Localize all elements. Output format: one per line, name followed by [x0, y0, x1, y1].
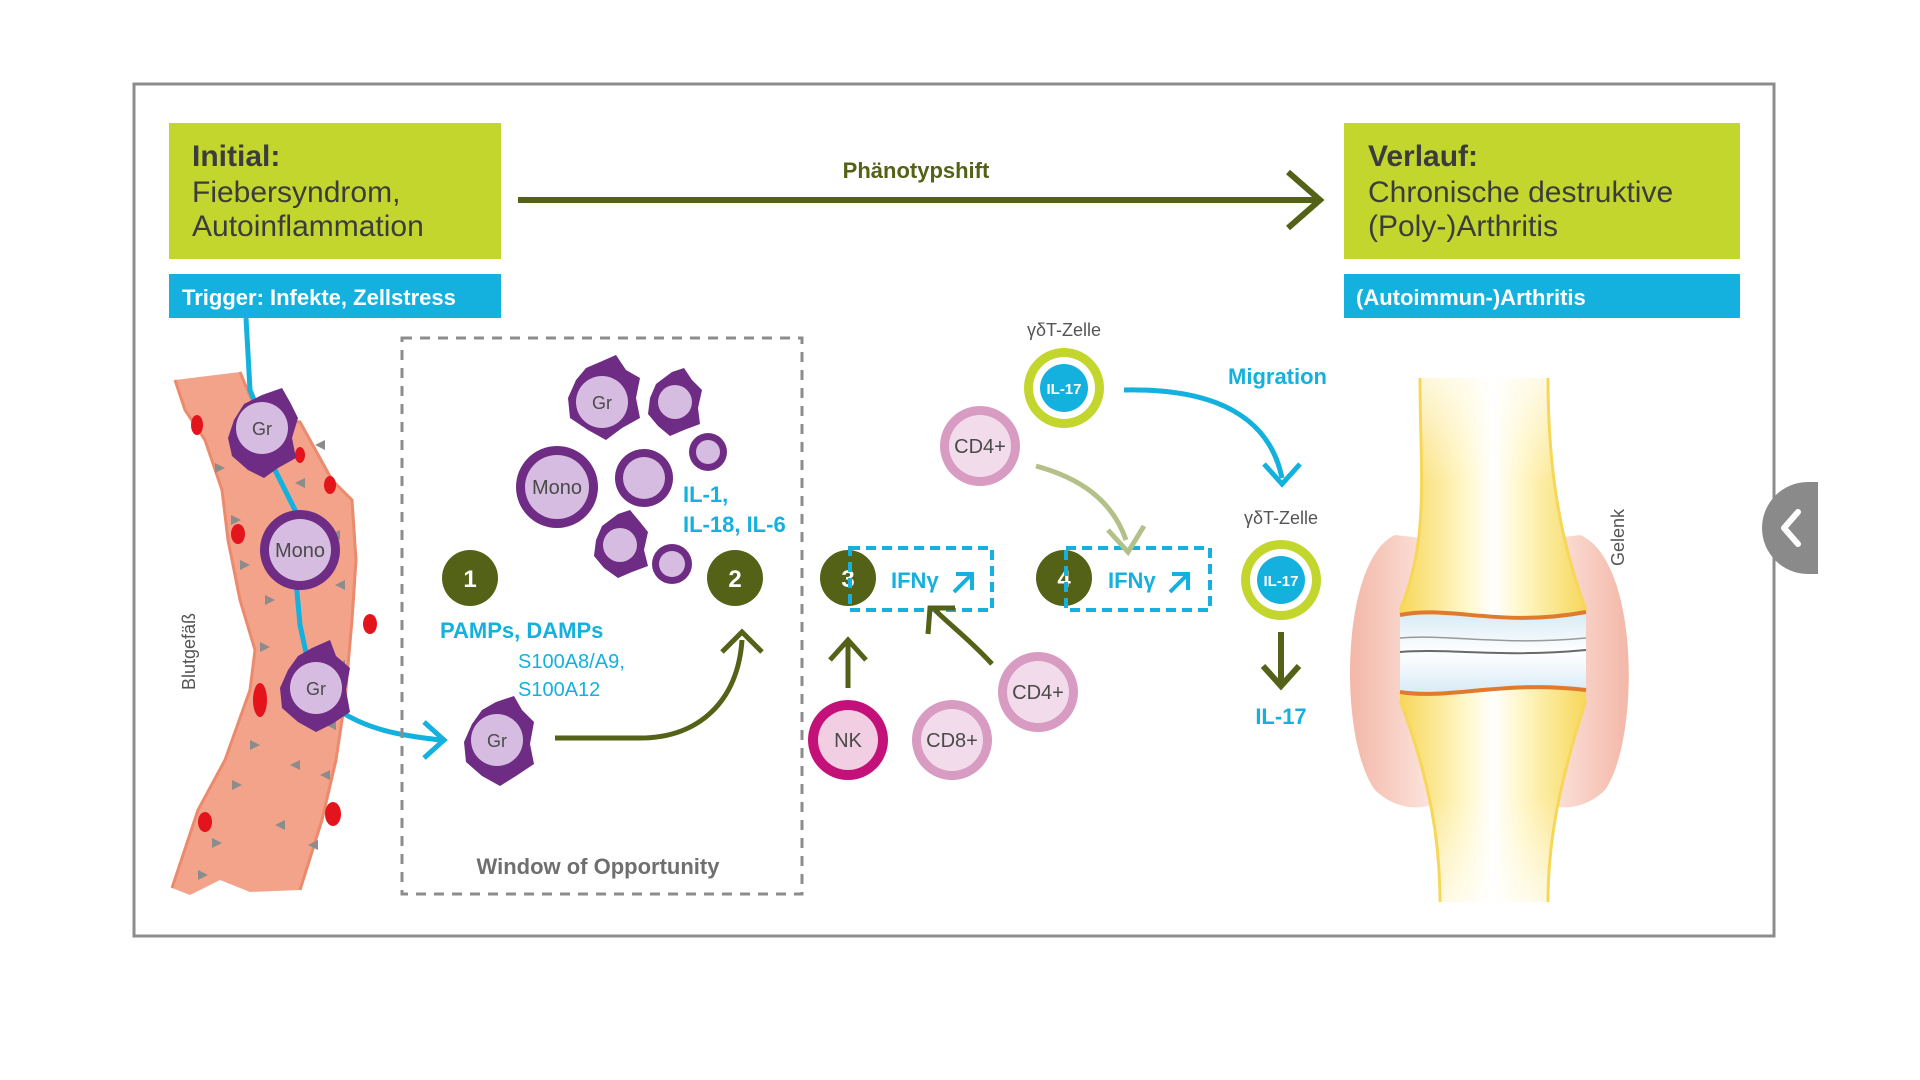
activated-cell-small-2	[689, 433, 727, 471]
s100-line1: S100A8/A9,	[518, 651, 625, 673]
blood-vessel	[170, 371, 377, 895]
cd8-cell-label: CD8+	[926, 730, 978, 752]
course-line1: Chronische destruktive	[1368, 176, 1673, 209]
cd4-to-stage3-arrow	[933, 608, 994, 666]
cd4-cell-stage3-label: CD4+	[1012, 682, 1064, 704]
cd4-to-stage4-arrow	[1035, 463, 1129, 541]
activated-granulocyte-large: Gr	[568, 355, 640, 440]
il17-output-label: IL-17	[1255, 704, 1306, 729]
activated-cell-small-3	[594, 510, 648, 578]
chevron-left-icon	[1781, 509, 1801, 547]
cd4-cell-stage4-label: CD4+	[954, 436, 1006, 458]
nk-cell-label: NK	[834, 730, 862, 752]
phenotype-shift-label: Phänotypshift	[843, 158, 990, 183]
svg-text:2: 2	[728, 566, 741, 593]
trigger-tag	[169, 274, 501, 318]
vessel-granulocyte-1: Gr	[228, 388, 298, 478]
cd4-to-stage4-arrowhead	[1106, 524, 1147, 557]
joint-label: Gelenk	[1608, 508, 1628, 566]
window-gr-label: Gr	[592, 393, 612, 413]
pamps-damps-label: PAMPs, DAMPs	[440, 618, 603, 643]
activated-cell-medium	[615, 449, 673, 507]
migration-arrowhead	[1262, 462, 1302, 488]
course-title: Verlauf:	[1368, 140, 1478, 173]
gd-t-cell-joint: IL-17	[1241, 540, 1321, 620]
migration-label: Migration	[1228, 364, 1327, 389]
il17-secretion-arrowhead	[1260, 663, 1302, 691]
initial-line1: Fiebersyndrom,	[192, 176, 400, 209]
vessel-granulocyte-2: Gr	[280, 640, 350, 732]
activated-cell-small-4	[652, 544, 692, 584]
stage3-ifn-label: IFNγ	[891, 568, 939, 593]
blood-vessel-label: Blutgefäß	[179, 613, 199, 690]
vessel-monocyte: Mono	[260, 510, 340, 590]
gd-t-cell-label-top: γδT-Zelle	[1027, 320, 1101, 340]
activated-monocyte: Mono	[516, 446, 598, 528]
gd-t-cell-top-il17: IL-17	[1046, 381, 1081, 398]
cd4-cell-stage3: CD4+	[998, 652, 1078, 732]
arthritis-tag-label: (Autoimmun-)Arthritis	[1356, 285, 1586, 310]
course-line2: (Poly-)Arthritis	[1368, 210, 1558, 243]
stage3-ifn-box	[848, 546, 994, 612]
cd8-cell: CD8+	[912, 700, 992, 780]
stage4-increase-arrow-icon	[1168, 572, 1190, 594]
interleukins-line1: IL-1,	[683, 482, 728, 507]
gr-to-step2-arrowhead	[720, 628, 764, 654]
initial-title: Initial:	[192, 140, 280, 173]
arthritis-tag	[1344, 274, 1740, 318]
cd4-cell-stage4: CD4+	[940, 406, 1020, 486]
trigger-label: Trigger: Infekte, Zellstress	[182, 285, 456, 310]
joint-illustration	[1350, 377, 1629, 903]
interleukins-line2: IL-18, IL-6	[683, 512, 786, 537]
window-label: Window of Opportunity	[477, 854, 721, 879]
gd-t-cell-joint-il17: IL-17	[1263, 573, 1298, 590]
s100-line2: S100A12	[518, 679, 600, 701]
gd-t-cell-label-joint: γδT-Zelle	[1244, 508, 1318, 528]
cd4-to-stage3-arrowhead	[925, 605, 955, 635]
window-mono-label: Mono	[532, 477, 582, 499]
extravasated-gr-label: Gr	[487, 731, 507, 751]
stage3-increase-arrow-icon	[952, 572, 974, 594]
step-1-marker: 1	[442, 550, 498, 606]
initial-line2: Autoinflammation	[192, 210, 424, 243]
course-box	[1344, 123, 1740, 259]
initial-box	[169, 123, 501, 259]
stage4-ifn-label: IFNγ	[1108, 568, 1156, 593]
window-of-opportunity-box	[400, 336, 804, 896]
gr-to-step2-arrow	[555, 639, 745, 741]
extravasation-arrowhead	[422, 720, 448, 760]
extravasated-granulocyte: Gr	[464, 696, 534, 786]
svg-text:1: 1	[463, 566, 476, 593]
nk-to-step3-arrowhead	[828, 636, 868, 662]
phenotype-shift-arrowhead	[1286, 169, 1325, 231]
vessel-gr-2-label: Gr	[306, 679, 326, 699]
nk-cell: NK	[808, 700, 888, 780]
stage4-ifn-box	[1064, 546, 1212, 612]
activated-cell-small-1	[648, 368, 702, 436]
vessel-gr-1-label: Gr	[252, 419, 272, 439]
gd-t-cell-top: IL-17	[1024, 348, 1104, 428]
migration-arrow	[1123, 387, 1285, 479]
vessel-mono-label: Mono	[275, 540, 325, 562]
step-2-marker: 2	[707, 550, 763, 606]
